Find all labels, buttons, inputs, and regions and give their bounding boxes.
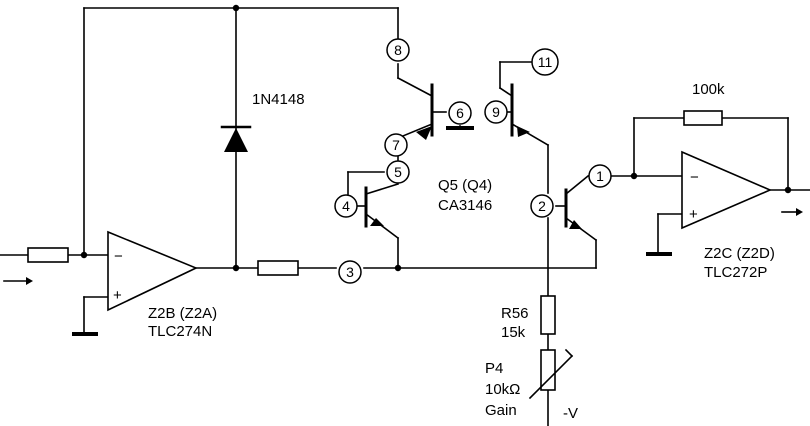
transistor-emitter-arrow bbox=[569, 220, 582, 229]
transistor-array-part: CA3146 bbox=[438, 197, 492, 214]
r56-value: 15k bbox=[501, 324, 526, 341]
opamp-right-name: Z2C (Z2D) bbox=[704, 245, 775, 262]
opamp-left-minus: − bbox=[114, 248, 123, 265]
supply-label: -V bbox=[563, 405, 578, 422]
svg-text:4: 4 bbox=[342, 198, 350, 214]
potentiometer-p4 bbox=[540, 349, 556, 391]
svg-text:6: 6 bbox=[456, 105, 464, 121]
svg-text:1: 1 bbox=[596, 168, 604, 184]
resistor-r56 bbox=[540, 295, 556, 335]
svg-text:5: 5 bbox=[394, 164, 402, 180]
opamp-right-plus: + bbox=[689, 206, 698, 223]
pin-9: 9 bbox=[484, 100, 508, 124]
opamp-left-name: Z2B (Z2A) bbox=[148, 305, 217, 322]
pin-11: 11 bbox=[531, 48, 559, 76]
opamp-right-part: TLC272P bbox=[704, 264, 767, 281]
svg-text:7: 7 bbox=[392, 137, 400, 153]
opamp-right-minus: − bbox=[690, 169, 699, 186]
pin-1: 1 bbox=[588, 164, 612, 188]
pin-4: 4 bbox=[334, 194, 358, 218]
opamp-right bbox=[681, 150, 773, 230]
potentiometer-arrow bbox=[528, 348, 574, 400]
opamp-left-part: TLC274N bbox=[148, 323, 212, 340]
p4-function: Gain bbox=[485, 402, 517, 419]
input-resistor bbox=[27, 247, 69, 263]
series-resistor bbox=[257, 260, 299, 276]
transistor-emitter-arrow bbox=[416, 126, 432, 140]
transistor-emitter-arrow bbox=[517, 126, 530, 137]
input-arrow-icon bbox=[3, 277, 33, 285]
svg-text:11: 11 bbox=[538, 54, 553, 70]
junction-dot bbox=[80, 251, 88, 259]
p4-name: P4 bbox=[485, 360, 503, 377]
p4-value: 10kΩ bbox=[485, 381, 520, 398]
pin-8: 8 bbox=[386, 38, 410, 62]
junction-dot bbox=[784, 186, 792, 194]
pin-5: 5 bbox=[386, 160, 410, 184]
pin-3: 3 bbox=[338, 260, 362, 284]
transistor-array-name: Q5 (Q4) bbox=[438, 177, 492, 194]
transistor-emitter-arrow bbox=[370, 218, 384, 226]
pin-6: 6 bbox=[448, 101, 472, 125]
svg-text:8: 8 bbox=[394, 42, 402, 58]
feedback-resistor-value: 100k bbox=[692, 81, 725, 98]
svg-text:9: 9 bbox=[492, 104, 500, 120]
svg-text:2: 2 bbox=[538, 198, 546, 214]
pin-2: 2 bbox=[530, 194, 554, 218]
junction-dot bbox=[232, 264, 240, 272]
svg-text:3: 3 bbox=[346, 264, 354, 280]
r56-name: R56 bbox=[501, 305, 529, 322]
output-arrow-icon bbox=[781, 208, 803, 216]
diode-label: 1N4148 bbox=[252, 91, 305, 108]
junction-dot bbox=[394, 264, 402, 272]
junctions bbox=[80, 4, 792, 272]
diode-symbol bbox=[220, 125, 252, 152]
opamp-left-plus: + bbox=[113, 287, 122, 304]
junction-dot bbox=[232, 4, 240, 12]
opamp-left bbox=[107, 230, 198, 312]
pin-7: 7 bbox=[384, 133, 408, 157]
junction-dot bbox=[630, 172, 638, 180]
feedback-resistor bbox=[683, 110, 723, 126]
